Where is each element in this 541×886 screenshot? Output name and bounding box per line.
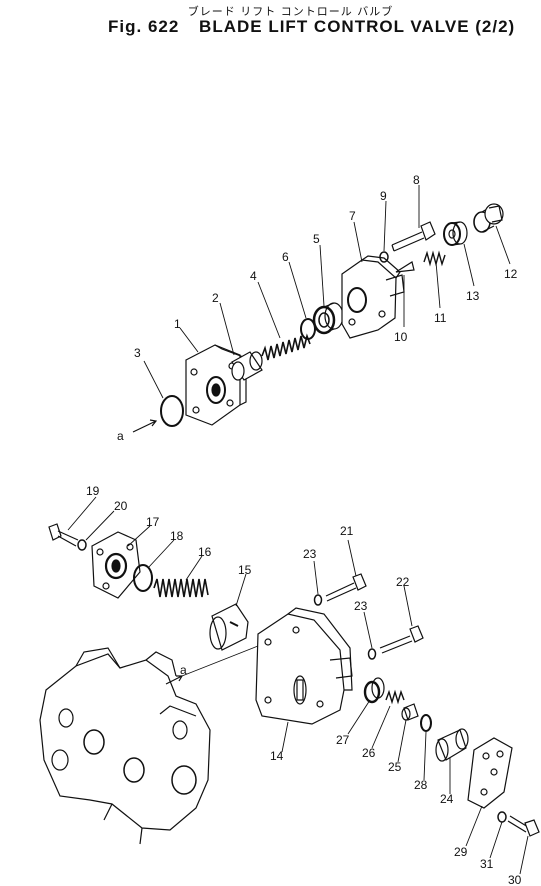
callout-27: 27 xyxy=(336,733,350,747)
part-7-cover xyxy=(341,255,405,339)
callout-22: 22 xyxy=(396,575,410,589)
part-28-o-ring xyxy=(420,714,432,732)
part-10-poppet xyxy=(395,261,415,273)
part-19-bolt xyxy=(48,523,79,547)
callout-31: 31 xyxy=(480,857,494,871)
part-9-washer xyxy=(379,251,389,263)
callout-25: 25 xyxy=(388,760,402,774)
figure-name: BLADE LIFT CONTROL VALVE (2/2) xyxy=(199,17,516,36)
reference-a-lower: a xyxy=(180,663,187,677)
part-1-flange-body xyxy=(185,344,247,426)
part-30-bolt xyxy=(507,815,540,837)
upper-leader-lines xyxy=(143,185,511,399)
part-12-plug xyxy=(473,203,504,233)
part-20-washer xyxy=(77,539,87,551)
callout-26: 26 xyxy=(362,746,376,760)
part-11-spring xyxy=(423,250,446,267)
callout-2: 2 xyxy=(212,291,219,305)
callout-7: 7 xyxy=(349,209,356,223)
callout-30: 30 xyxy=(508,873,522,886)
reference-a-upper: a xyxy=(117,429,124,443)
figure-number: Fig. 622 xyxy=(108,17,180,36)
callout-29: 29 xyxy=(454,845,468,859)
part-22-bolt xyxy=(379,625,424,654)
callout-17: 17 xyxy=(146,515,160,529)
callout-21: 21 xyxy=(340,524,354,538)
part-26-spring xyxy=(385,689,405,705)
part-31-washer xyxy=(497,811,507,823)
part-21-bolt xyxy=(325,573,367,602)
callout-5: 5 xyxy=(313,232,320,246)
part-17-flange xyxy=(91,531,141,599)
callout-14: 14 xyxy=(270,749,284,763)
figure-title: Fig. 622 BLADE LIFT CONTROL VALVE (2/2) xyxy=(108,17,529,37)
part-3-o-ring xyxy=(160,395,184,427)
part-25-poppet xyxy=(401,703,419,721)
part-24-sleeve xyxy=(435,728,469,762)
callout-9: 9 xyxy=(380,189,387,203)
callout-8: 8 xyxy=(413,173,420,187)
main-valve-housing xyxy=(39,647,211,845)
callout-16: 16 xyxy=(198,545,212,559)
part-8-bolt xyxy=(391,221,436,252)
part-14-valve-body xyxy=(255,607,353,725)
callout-23-lower: 23 xyxy=(354,599,368,613)
callout-6: 6 xyxy=(282,250,289,264)
part-16-spring xyxy=(153,578,209,598)
part-4-spring xyxy=(261,333,311,361)
japanese-title: ブレード リフト コントロール バルブ xyxy=(187,5,394,18)
part-29-cover-plate xyxy=(467,737,513,809)
part-2-sleeve xyxy=(231,351,263,381)
upper-reference-arrow xyxy=(132,419,158,433)
callout-23-upper: 23 xyxy=(303,547,317,561)
part-23-washer-lower xyxy=(367,648,377,660)
part-15-sleeve xyxy=(209,603,249,651)
callout-19: 19 xyxy=(86,484,100,498)
part-23-washer-upper xyxy=(313,594,323,606)
callout-4: 4 xyxy=(250,269,257,283)
callout-13: 13 xyxy=(466,289,480,303)
callout-1: 1 xyxy=(174,317,181,331)
callout-20: 20 xyxy=(114,499,128,513)
part-18-o-ring xyxy=(133,564,153,592)
callout-labels: 1 2 3 4 5 6 7 8 9 10 11 12 13 a 19 20 17… xyxy=(86,173,522,886)
callout-10: 10 xyxy=(394,330,408,344)
callout-18: 18 xyxy=(170,529,184,543)
callout-12: 12 xyxy=(504,267,518,281)
part-27-nut xyxy=(363,677,385,704)
lower-leader-lines xyxy=(67,496,529,875)
part-5-plug xyxy=(312,302,344,335)
callout-11: 11 xyxy=(434,311,447,325)
part-13-nut xyxy=(443,221,468,246)
callout-28: 28 xyxy=(414,778,428,792)
callout-24: 24 xyxy=(440,792,454,806)
callout-3: 3 xyxy=(134,346,141,360)
part-6-o-ring xyxy=(300,318,316,340)
callout-15: 15 xyxy=(238,563,252,577)
lower-reference-line xyxy=(181,645,259,677)
